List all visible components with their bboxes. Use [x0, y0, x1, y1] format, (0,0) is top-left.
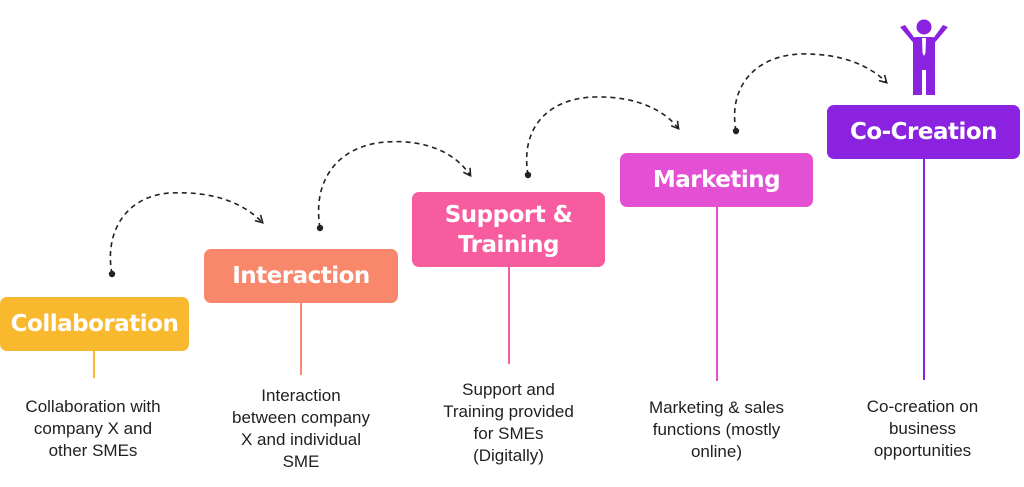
arrow-collaboration-to-interaction — [108, 191, 264, 278]
arrow-interaction-to-support — [316, 140, 472, 232]
step-line-support-training — [508, 267, 510, 364]
step-label-collaboration: Collaboration — [10, 311, 179, 337]
step-box-collaboration: Collaboration — [0, 297, 189, 351]
step-label-support-training: Support & Training — [444, 201, 573, 258]
step-box-co-creation: Co-Creation — [827, 105, 1020, 159]
step-line-collaboration — [93, 351, 95, 378]
step-label-interaction: Interaction — [232, 263, 370, 289]
arrow-support-to-marketing — [524, 96, 680, 179]
step-box-marketing: Marketing — [620, 153, 813, 207]
step-description-support-training: Support and Training provided for SMEs (… — [443, 380, 574, 465]
step-description-co-creation: Co-creation on business opportunities — [866, 397, 979, 460]
step-description-collaboration: Collaboration with company X and other S… — [25, 397, 161, 460]
step-line-interaction — [300, 303, 302, 375]
step-line-marketing — [716, 207, 718, 381]
step-label-marketing: Marketing — [652, 167, 781, 193]
step-description-marketing: Marketing & sales functions (mostly onli… — [648, 398, 785, 461]
person-arms-raised-icon — [900, 19, 948, 95]
step-description-interaction: Interaction between company X and indivi… — [232, 386, 370, 471]
arrow-marketing-to-cocreation — [732, 53, 888, 135]
step-label-co-creation: Co-Creation — [849, 119, 998, 145]
step-box-interaction: Interaction — [204, 249, 398, 303]
step-line-co-creation — [923, 159, 925, 380]
step-box-support-training: Support & Training — [412, 192, 605, 267]
